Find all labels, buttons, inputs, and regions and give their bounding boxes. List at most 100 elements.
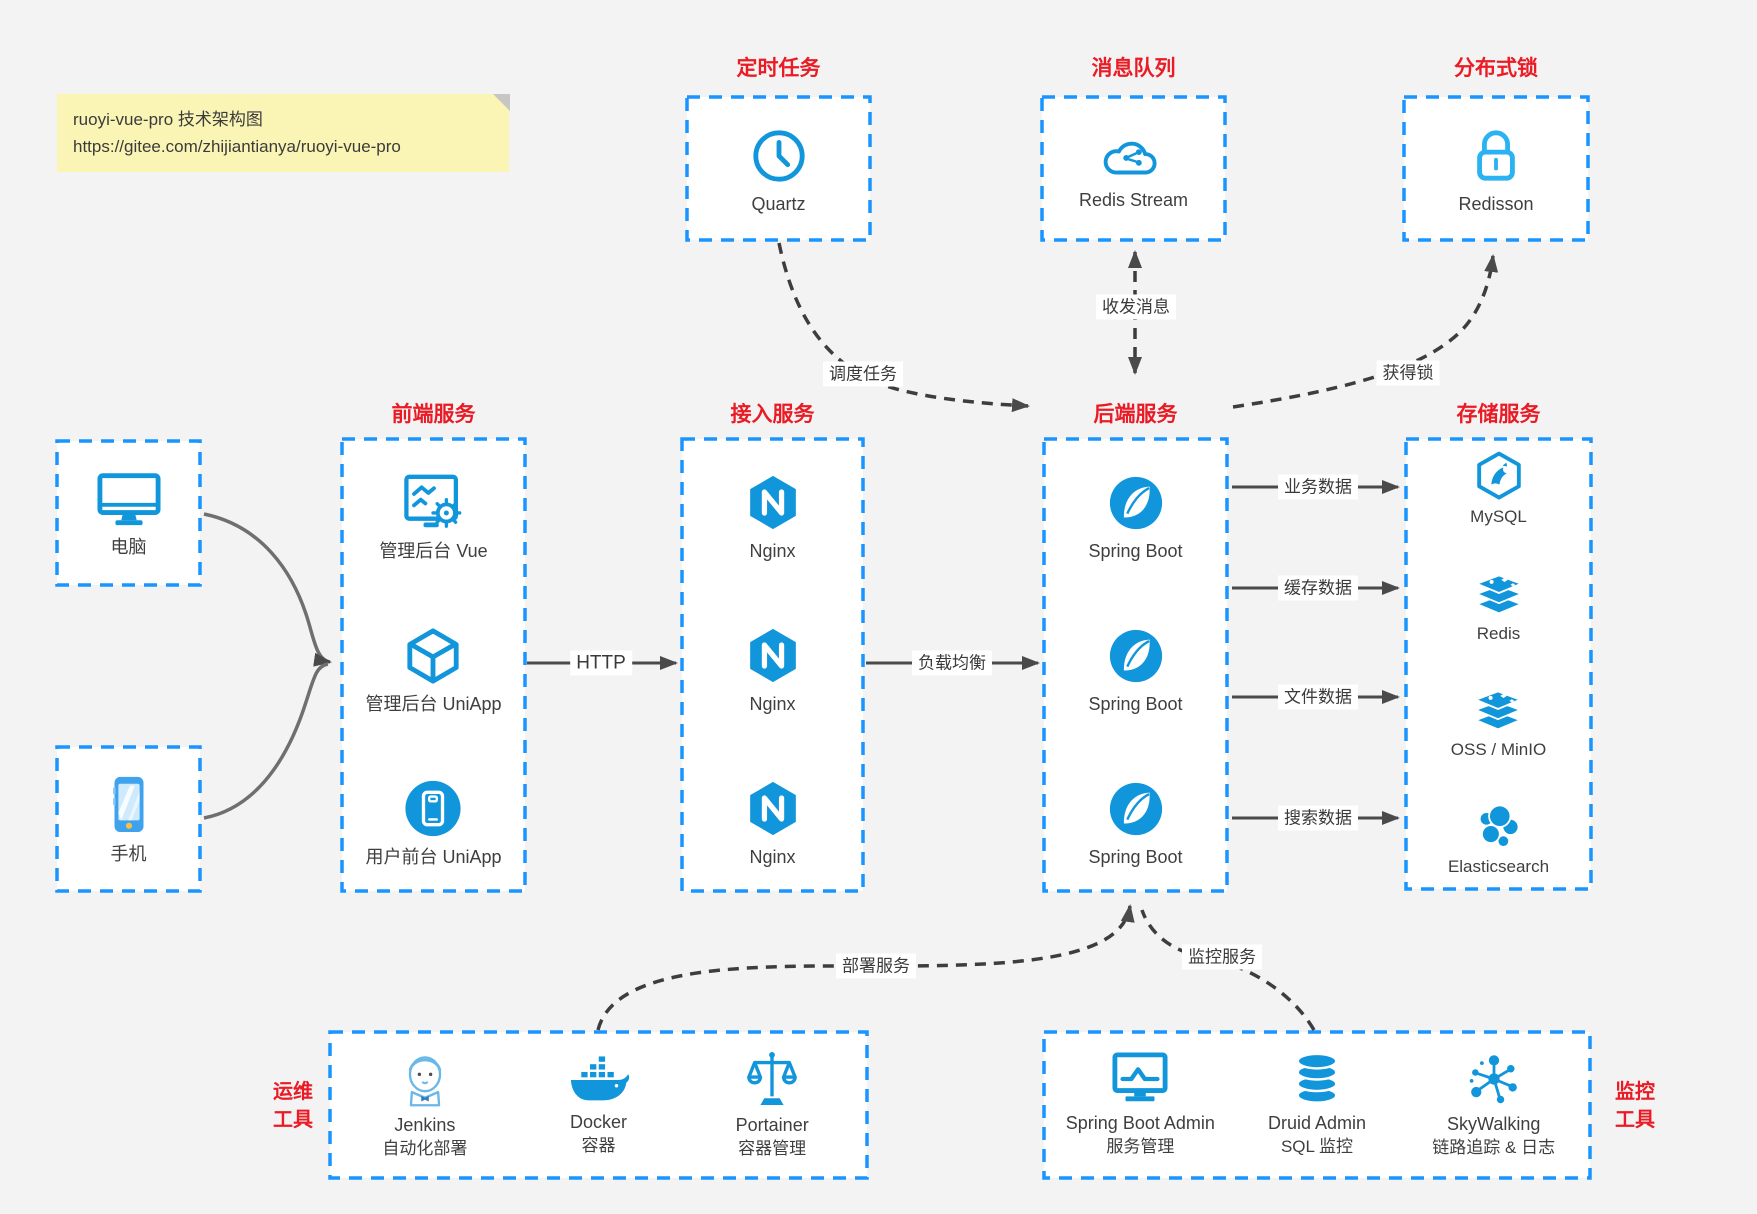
title-ops-tools: 运维 工具 — [258, 1078, 328, 1134]
admin-uniapp-node: 管理后台 UniApp — [365, 626, 502, 716]
node-label: SkyWalking — [1447, 1114, 1541, 1134]
business-data-label: 业务数据 — [1278, 474, 1358, 500]
node-label: Redis — [1476, 623, 1521, 643]
cloud-network-icon — [1104, 141, 1158, 175]
node-label: Redis Stream — [1078, 190, 1189, 210]
user-uniapp-node: 用户前台 UniApp — [365, 779, 502, 869]
title-storage: 存储服务 — [1456, 403, 1541, 426]
load-balance-label: 负载均衡 — [912, 650, 992, 676]
oss-minio-node: OSS / MinIO — [1451, 684, 1546, 762]
docker-node: Docker 容器 — [512, 1052, 686, 1158]
client-arrows — [203, 512, 332, 820]
cube-icon — [407, 627, 460, 684]
pc-client-node: 电脑 — [96, 468, 161, 559]
spring-boot-admin-node: Spring Boot Admin 服务管理 — [1052, 1051, 1229, 1159]
node-sublabel: 服务管理 — [1106, 1137, 1175, 1156]
phone-client-node: 手机 — [100, 773, 158, 866]
title-scheduled-tasks: 定时任务 — [736, 57, 821, 80]
phone-client-box: 手机 — [57, 747, 200, 891]
elasticsearch-node: Elasticsearch — [1448, 801, 1549, 879]
node-label: Redisson — [1458, 194, 1534, 214]
node-label: Elasticsearch — [1447, 856, 1550, 876]
acquire-lock-label: 获得锁 — [1376, 360, 1440, 386]
node-label: Portainer — [735, 1115, 809, 1135]
node-label: Spring Boot Admin — [1065, 1113, 1215, 1133]
title-monitor-line1: 监控 — [1615, 1081, 1655, 1103]
clock-icon — [752, 130, 805, 182]
monitor-service-label: 监控服务 — [1182, 944, 1262, 970]
sticky-note: ruoyi-vue-pro 技术架构图 https://gitee.com/zh… — [57, 94, 510, 172]
node-sublabel: 链路追踪 & 日志 — [1432, 1138, 1556, 1157]
title-frontend: 前端服务 — [391, 403, 476, 426]
deploy-service-label: 部署服务 — [836, 953, 916, 979]
node-label: Nginx — [749, 847, 796, 867]
note-url: https://gitee.com/zhijiantianya/ruoyi-vu… — [73, 137, 401, 156]
redis-stack-icon — [1475, 574, 1522, 614]
portainer-node: Portainer 容器管理 — [685, 1049, 859, 1161]
jenkins-icon — [408, 1056, 442, 1107]
nginx-icon — [749, 475, 796, 530]
docker-whale-icon — [570, 1054, 629, 1101]
search-data-label: 搜索数据 — [1278, 805, 1358, 831]
cache-data-label: 缓存数据 — [1278, 575, 1358, 601]
gateway-box: Nginx Nginx Nginx — [682, 439, 863, 891]
node-sublabel: 容器管理 — [738, 1139, 807, 1158]
title-distributed-lock: 分布式锁 — [1454, 57, 1538, 80]
skywalking-node: SkyWalking 链路追踪 & 日志 — [1405, 1050, 1582, 1160]
title-backend: 后端服务 — [1093, 403, 1178, 426]
storage-box: MySQL Redis — [1406, 439, 1591, 889]
spring-boot-node: Spring Boot — [1088, 473, 1183, 563]
pc-client-box: 电脑 — [57, 441, 200, 585]
node-label: 手机 — [110, 843, 147, 864]
node-sublabel: SQL 监控 — [1280, 1137, 1354, 1156]
mysql-node: MySQL — [1470, 451, 1527, 529]
redisson-box: Redisson — [1404, 97, 1588, 240]
node-sublabel: 容器 — [581, 1136, 616, 1155]
scales-icon — [747, 1052, 798, 1106]
nginx-node: Nginx — [745, 779, 801, 869]
node-label: 管理后台 Vue — [379, 541, 488, 561]
redis-stream-box: Redis Stream — [1042, 97, 1225, 240]
node-label: 电脑 — [110, 536, 147, 557]
node-label: 管理后台 UniApp — [365, 693, 502, 714]
admin-vue-node: 管理后台 Vue — [379, 473, 488, 563]
node-sublabel: 自动化部署 — [382, 1139, 468, 1158]
storage-stack-icon — [1475, 690, 1522, 731]
node-label: Jenkins — [394, 1115, 456, 1135]
redis-node: Redis — [1471, 568, 1527, 646]
monitor-tools-box: Spring Boot Admin 服务管理 Druid Admin SQL 监… — [1044, 1032, 1590, 1178]
monitor-chart-icon — [1112, 1052, 1168, 1102]
node-label: Nginx — [749, 541, 796, 561]
jenkins-node: Jenkins 自动化部署 — [338, 1049, 512, 1161]
schedule-task-label: 调度任务 — [823, 361, 903, 387]
elasticsearch-icon — [1479, 804, 1520, 848]
title-message-queue: 消息队列 — [1091, 57, 1176, 80]
file-data-label: 文件数据 — [1278, 684, 1358, 710]
http-label: HTTP — [570, 650, 632, 676]
node-label: Nginx — [749, 694, 796, 714]
ops-tools-box: Jenkins 自动化部署 Docker 容器 — [330, 1032, 867, 1178]
node-label: Docker — [570, 1112, 628, 1132]
node-label: Spring Boot — [1088, 846, 1183, 867]
title-ops-line2: 工具 — [273, 1109, 313, 1131]
node-label: MySQL — [1470, 507, 1527, 526]
druid-admin-node: Druid Admin SQL 监控 — [1229, 1051, 1406, 1159]
quartz-box: Quartz — [687, 97, 870, 240]
node-label: Quartz — [751, 194, 806, 214]
admin-panel-icon — [403, 474, 461, 528]
topology-icon — [1469, 1055, 1517, 1104]
quartz-node: Quartz — [750, 127, 808, 216]
title-monitor-line2: 工具 — [1615, 1109, 1655, 1131]
spring-boot-node: Spring Boot — [1088, 626, 1183, 716]
lock-icon — [1477, 130, 1515, 181]
frontend-box: 管理后台 Vue 管理后台 UniApp 用户前台 UniApp — [342, 439, 525, 891]
node-label: 用户前台 UniApp — [365, 847, 502, 867]
mobile-app-icon — [405, 780, 462, 837]
nginx-icon — [749, 781, 796, 836]
redis-stream-node: Redis Stream — [1079, 131, 1188, 212]
note-fold-corner — [493, 94, 510, 111]
node-label: Spring Boot — [1088, 540, 1183, 561]
send-receive-message-label: 收发消息 — [1096, 294, 1176, 320]
redisson-node: Redisson — [1458, 127, 1534, 216]
